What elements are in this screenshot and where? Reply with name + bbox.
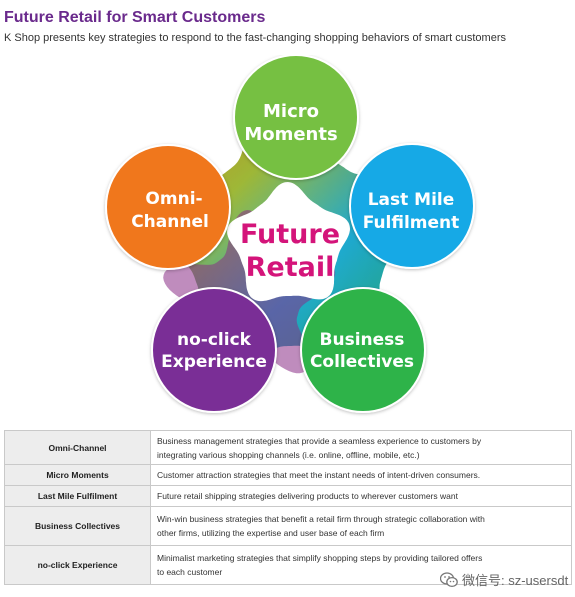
- node-label: no-click: [177, 330, 252, 350]
- definition-line: other firms, utilizing the expertise and…: [157, 528, 385, 538]
- watermark-text: 微信号: sz-usersdt: [462, 573, 569, 588]
- table-term: Last Mile Fulfilment: [4, 485, 151, 507]
- table-definition: Business management strategies that prov…: [150, 430, 572, 465]
- table-definition: Minimalist marketing strategies that sim…: [150, 545, 572, 585]
- node-circle: [151, 287, 277, 413]
- definition-line: Business management strategies that prov…: [157, 435, 482, 446]
- node-circle: [349, 143, 475, 269]
- page-title: Future Retail for Smart Customers: [4, 9, 266, 26]
- definition-line: Future retail shipping strategies delive…: [157, 491, 458, 501]
- table-definition: Customer attraction strategies that meet…: [150, 464, 572, 486]
- table-row: Omni-Channel Business management strateg…: [4, 430, 572, 465]
- node-last-mile: Last Mile Fulfilment: [349, 143, 475, 269]
- center-label-line1: Future: [240, 219, 340, 250]
- wechat-icon: [440, 571, 458, 588]
- page-subtitle: K Shop presents key strategies to respon…: [4, 32, 506, 44]
- node-label: Moments: [244, 124, 337, 145]
- center-label-line2: Retail: [246, 252, 335, 283]
- table-definition: Win-win business strategies that benefit…: [150, 506, 572, 546]
- table-term: Micro Moments: [4, 464, 151, 486]
- definition-line: to each customer: [157, 567, 223, 577]
- node-business-collectives: Business Collectives: [300, 287, 426, 413]
- definition-line: integrating various shopping channels (i…: [157, 449, 420, 460]
- definition-line: Minimalist marketing strategies that sim…: [157, 553, 483, 563]
- node-label: Omni-: [145, 189, 202, 209]
- table-row: Business Collectives Win-win business st…: [4, 506, 572, 546]
- table-term: no-click Experience: [4, 545, 151, 585]
- node-label: Micro: [263, 101, 319, 122]
- node-omni-channel: Omni- Channel: [105, 144, 231, 270]
- definition-line: Customer attraction strategies that meet…: [157, 470, 481, 480]
- node-circle: [300, 287, 426, 413]
- strategy-table: Omni-Channel Business management strateg…: [4, 430, 572, 585]
- node-label: Last Mile: [368, 190, 455, 210]
- watermark: 微信号: sz-usersdt: [440, 570, 568, 589]
- table-term: Business Collectives: [4, 506, 151, 546]
- node-label: Channel: [131, 212, 209, 232]
- node-label: Fulfilment: [363, 213, 460, 233]
- node-circle: [105, 144, 231, 270]
- node-circle: [233, 55, 359, 180]
- strategy-table-container: Omni-Channel Business management strateg…: [4, 430, 572, 585]
- table-definition: Future retail shipping strategies delive…: [150, 485, 572, 507]
- table-term: Omni-Channel: [4, 430, 151, 465]
- node-no-click-experience: no-click Experience: [151, 287, 277, 413]
- table-row: no-click Experience Minimalist marketing…: [4, 545, 572, 585]
- table-row: Last Mile Fulfilment Future retail shipp…: [4, 485, 572, 507]
- node-label: Business: [320, 330, 405, 350]
- node-micro-moments: Micro Moments: [233, 55, 359, 180]
- future-retail-diagram: Future Retail Micro Moments Last Mile Fu…: [105, 55, 475, 413]
- table-row: Micro Moments Customer attraction strate…: [4, 464, 572, 486]
- node-label: Experience: [161, 352, 267, 372]
- definition-line: Win-win business strategies that benefit…: [157, 514, 485, 524]
- node-label: Collectives: [310, 352, 414, 372]
- center-shape: [227, 182, 350, 302]
